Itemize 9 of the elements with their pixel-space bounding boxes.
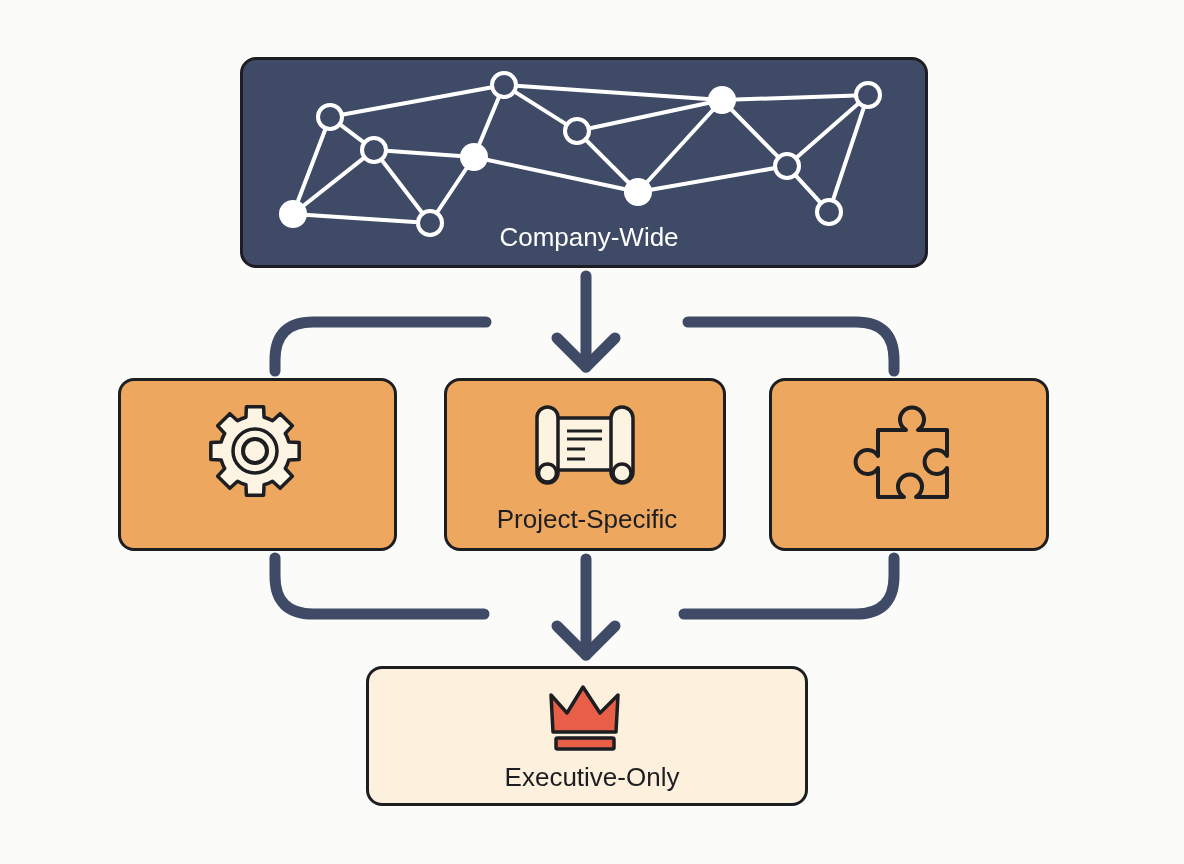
category-box: [769, 378, 1049, 551]
category-box: [366, 666, 808, 806]
arrow: [551, 553, 621, 661]
category-box: [240, 57, 928, 268]
box-label: Project-Specific: [496, 504, 678, 536]
category-box: [118, 378, 397, 551]
box-label: Executive-Only: [504, 762, 680, 794]
category-box: [444, 378, 726, 551]
box-label: Company-Wide: [499, 222, 679, 254]
